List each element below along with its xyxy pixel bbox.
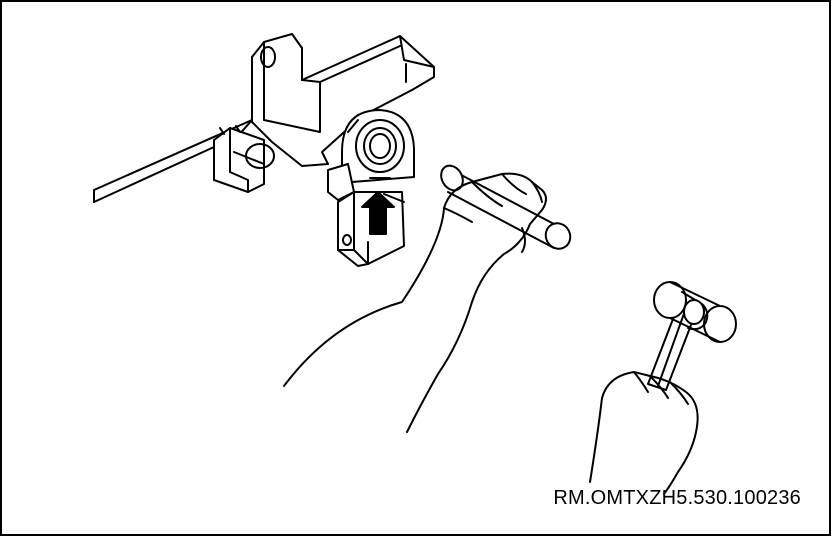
upward-arrow-icon [361,191,395,235]
figure-reference-code: RM.OMTXZH5.530.100236 [553,487,801,509]
hand [589,371,699,495]
drift-tool [440,164,572,250]
hammer [647,281,737,391]
hand [283,172,547,433]
bushing-mount-bracket [213,33,435,267]
